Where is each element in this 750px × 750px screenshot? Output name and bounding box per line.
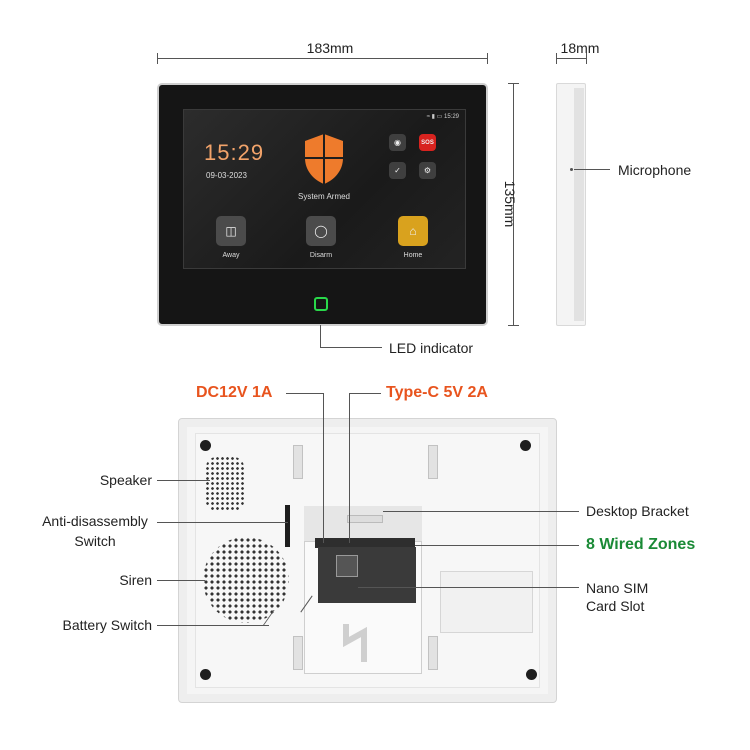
led-indicator [314, 297, 328, 311]
width-dimension-line [157, 58, 488, 59]
depth-label: 18mm [560, 40, 600, 56]
mount-hook-top-right [428, 445, 438, 479]
battery-leader-horizontal [157, 625, 269, 626]
mount-hook-top-left [293, 445, 303, 479]
speaker-leader [157, 480, 210, 481]
microphone-label: Microphone [618, 162, 692, 178]
depth-tick-right [586, 53, 587, 64]
rear-label-area [440, 571, 533, 633]
typec-leader-vertical [349, 393, 350, 543]
siren-grille [203, 537, 289, 623]
anti-disassembly-label-line1: Anti-disassembly [42, 513, 148, 529]
typec-leader-horizontal [349, 393, 381, 394]
dc-power-label: DC12V 1A [196, 384, 273, 401]
status-time: 15:29 [443, 114, 459, 120]
dc-leader-vertical [323, 393, 324, 543]
door-exit-icon: ◫ [225, 224, 237, 238]
home-icon: ⌂ [409, 224, 417, 238]
battery-switch-label: Battery Switch [62, 617, 152, 633]
height-tick-bottom [508, 325, 519, 326]
sim-label-line1: Nano SIM [586, 580, 649, 596]
screw-top-left [200, 440, 211, 451]
side-view-inner [574, 88, 584, 321]
cable-clip-icon [343, 624, 367, 662]
microphone-leader [574, 169, 610, 170]
bracket-leader [383, 511, 579, 512]
width-tick-left [157, 53, 158, 64]
wired-zone-terminal [315, 538, 415, 548]
microphone-hole [570, 168, 573, 171]
height-tick-top [508, 83, 519, 84]
anti-disassembly-leader [157, 522, 288, 523]
shield-status-button[interactable]: ✓ [389, 162, 406, 179]
speaker-label: Speaker [99, 472, 152, 488]
width-tick-right [487, 53, 488, 64]
battery-icon: ▭ [436, 114, 443, 120]
depth-tick-left [556, 53, 557, 64]
screw-top-right [520, 440, 531, 451]
sim-leader [358, 587, 579, 588]
broadcast-icon: ◉ [394, 138, 401, 147]
zones-leader [415, 545, 579, 546]
height-label: 135mm [502, 180, 518, 228]
speaker-grille [205, 456, 245, 512]
dc-leader-horizontal [286, 393, 324, 394]
gear-icon: ⚙ [423, 166, 432, 175]
home-button[interactable]: ⌂ [398, 216, 428, 246]
height-dimension-line [513, 83, 514, 326]
clock-display: 15:29 [204, 140, 265, 165]
home-label: Home [403, 252, 423, 259]
led-leader-horizontal [320, 347, 382, 348]
sim-board [318, 547, 416, 603]
away-label: Away [222, 252, 240, 259]
nano-sim-slot [336, 555, 358, 577]
sos-label: SOS [421, 139, 434, 146]
siren-leader [157, 580, 205, 581]
siren-label: Siren [119, 572, 152, 588]
shield-check-small-icon: ✓ [394, 166, 401, 175]
disarm-button[interactable]: ◯ [306, 216, 336, 246]
screw-bottom-right [526, 669, 537, 680]
screw-bottom-left [200, 669, 211, 680]
alarm-sound-button[interactable]: ◉ [389, 134, 406, 151]
typec-power-label: Type-C 5V 2A [386, 384, 488, 401]
shield-check-icon: ◯ [314, 224, 328, 238]
desktop-bracket [347, 515, 383, 523]
shield-icon [305, 134, 343, 184]
anti-disassembly-switch [285, 505, 290, 547]
sos-button[interactable]: SOS [419, 134, 436, 151]
mount-hook-bottom-left [293, 636, 303, 670]
status-bar: ≈ ▮ ▭ 15:29 [427, 113, 459, 120]
led-leader-vertical [320, 325, 321, 347]
date-display: 09-03-2023 [206, 171, 247, 180]
away-button[interactable]: ◫ [216, 216, 246, 246]
settings-button[interactable]: ⚙ [419, 162, 436, 179]
led-label: LED indicator [389, 340, 474, 356]
desktop-bracket-label: Desktop Bracket [586, 503, 689, 519]
wired-zones-label: 8 Wired Zones [586, 536, 696, 553]
armed-status-text: System Armed [297, 192, 350, 201]
anti-disassembly-label-line2: Switch [74, 533, 116, 549]
mount-hook-bottom-right [428, 636, 438, 670]
wifi-icon: ≈ [426, 114, 430, 120]
sim-label-line2: Card Slot [586, 598, 645, 614]
depth-dimension-line [556, 58, 586, 59]
disarm-label: Disarm [309, 252, 333, 259]
touch-screen: ≈ ▮ ▭ 15:29 15:29 09-03-2023 System Arme… [183, 109, 466, 269]
signal-icon: ▮ [431, 114, 435, 120]
width-label: 183mm [306, 40, 354, 56]
